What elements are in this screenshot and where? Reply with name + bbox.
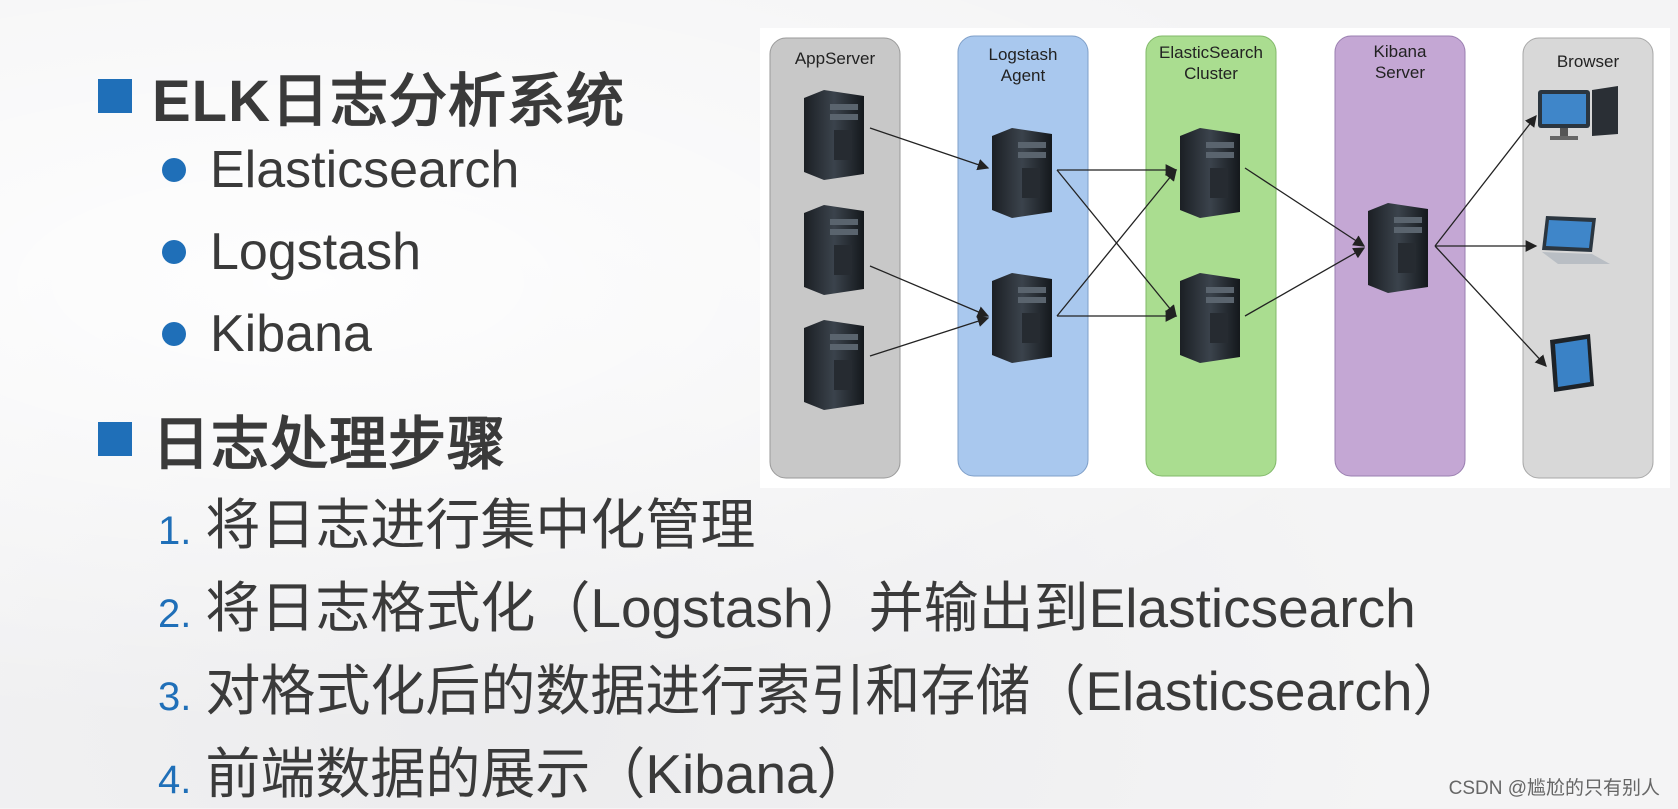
dot-bullet-icon xyxy=(162,158,186,182)
laptop-icon xyxy=(1542,216,1610,264)
step-item: 2. 将日志格式化（Logstash）并输出到Elasticsearch xyxy=(158,563,1416,643)
dot-bullet-icon xyxy=(162,322,186,346)
server-icon xyxy=(1180,273,1240,363)
column-label: Cluster xyxy=(1184,64,1238,83)
heading-elk-text: ELK日志分析系统 xyxy=(152,69,626,134)
column-elasticsearch xyxy=(1145,35,1277,477)
step-number: 1. xyxy=(158,509,192,553)
watermark: CSDN @尴尬的只有别人 xyxy=(1448,778,1660,799)
dot-bullet-icon xyxy=(162,240,186,264)
server-icon xyxy=(992,128,1052,218)
step-item: 4. 前端数据的展示（Kibana） xyxy=(158,729,872,809)
square-bullet-icon xyxy=(98,422,132,456)
server-icon xyxy=(992,273,1052,363)
column-label: Logstash xyxy=(989,45,1058,64)
step-text: 前端数据的展示（Kibana） xyxy=(205,743,872,805)
heading-elk: ELK日志分析系统 xyxy=(98,54,625,138)
server-icon xyxy=(804,205,864,295)
step-number: 3. xyxy=(158,675,192,719)
flow-arrows xyxy=(869,114,1547,367)
component-label: Logstash xyxy=(210,223,422,281)
step-text: 将日志进行集中化管理 xyxy=(205,494,756,556)
step-text: 将日志格式化（Logstash）并输出到Elasticsearch xyxy=(205,577,1416,639)
heading-steps: 日志处理步骤 xyxy=(98,397,506,481)
component-label: Elasticsearch xyxy=(210,141,520,199)
tablet-icon xyxy=(1550,334,1594,392)
column-label: Server xyxy=(1375,63,1425,82)
step-text: 对格式化后的数据进行索引和存储（Elasticsearch） xyxy=(205,660,1468,722)
step-item: 1. 将日志进行集中化管理 xyxy=(158,480,755,560)
heading-steps-text: 日志处理步骤 xyxy=(152,412,507,477)
column-label: AppServer xyxy=(795,49,876,68)
server-icon xyxy=(1180,128,1240,218)
column-label: Agent xyxy=(1001,66,1046,85)
column-label: Kibana xyxy=(1374,42,1427,61)
desktop-computer-icon xyxy=(1538,86,1618,140)
square-bullet-icon xyxy=(98,79,132,113)
server-icon xyxy=(1368,203,1428,293)
server-icon xyxy=(804,320,864,410)
column-logstash xyxy=(957,35,1089,477)
component-item: Kibana xyxy=(162,304,372,364)
elk-architecture-diagram: AppServer Logstash Agent ElasticSearch C… xyxy=(760,28,1670,488)
step-number: 2. xyxy=(158,592,192,636)
column-label: ElasticSearch xyxy=(1159,43,1263,62)
step-number: 4. xyxy=(158,758,192,802)
step-item: 3. 对格式化后的数据进行索引和存储（Elasticsearch） xyxy=(158,646,1467,726)
component-item: Elasticsearch xyxy=(162,140,519,200)
component-item: Logstash xyxy=(162,222,421,282)
server-icon xyxy=(804,90,864,180)
column-label: Browser xyxy=(1557,52,1620,71)
component-label: Kibana xyxy=(210,305,372,363)
